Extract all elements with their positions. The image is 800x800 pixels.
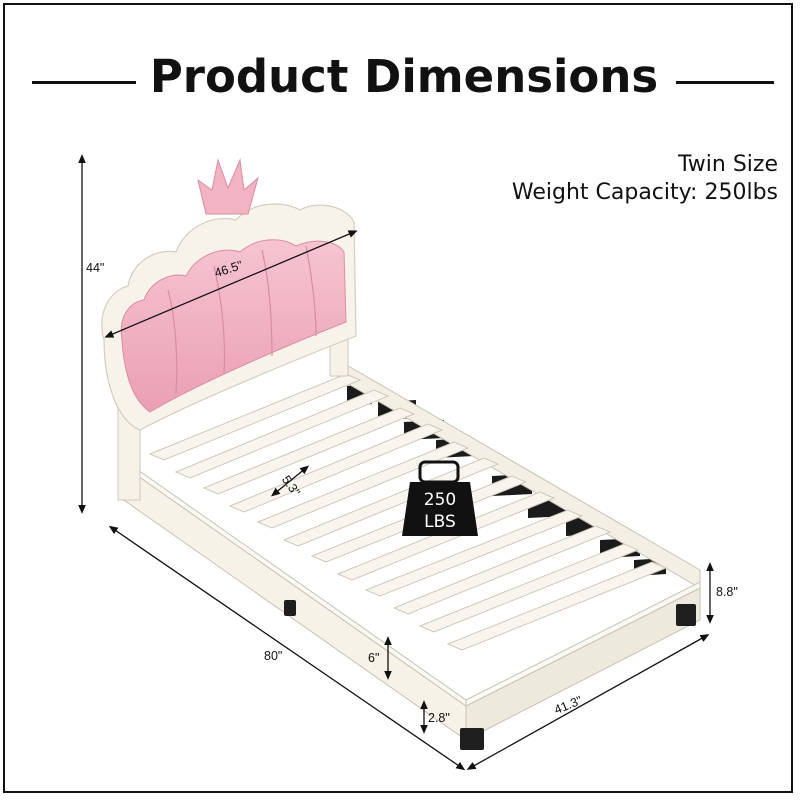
page-title: Product Dimensions [149,50,659,103]
badge-line2: LBS [424,512,456,532]
length-label: 80" [264,649,282,663]
title-rule-right [676,81,774,84]
size-spec: Twin Size [678,152,778,177]
dimension-lines [78,154,714,771]
title-block: Product Dimensions [0,48,800,118]
side-rail-height-label: 6" [368,651,379,665]
leg-height-label: 2.8" [428,711,450,725]
image-frame [3,3,793,793]
weight-capacity-spec: Weight Capacity: 250lbs [511,180,778,205]
overall-height-label: 44" [86,261,104,275]
badge-line1: 250 [424,490,456,510]
title-rule-left [32,81,136,84]
frame-height-label: 8.8" [716,585,738,599]
